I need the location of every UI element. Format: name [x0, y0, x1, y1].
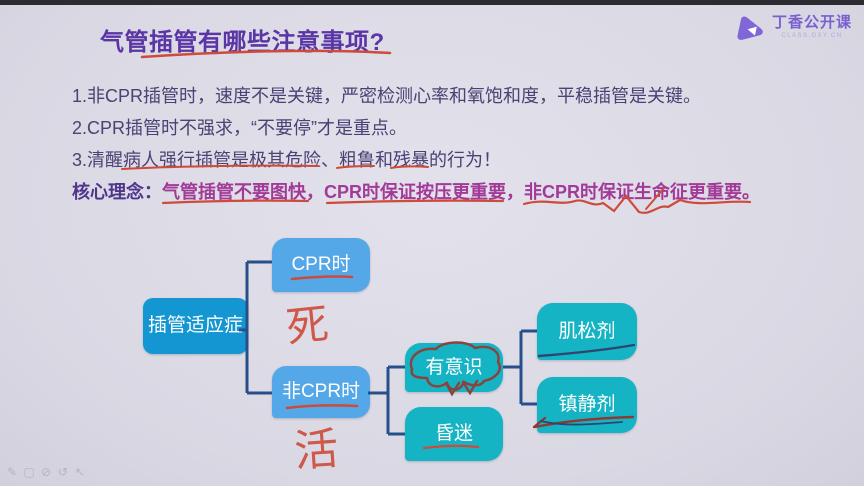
core-concept-text: 气管插管不要图快，CPR时保证按压更重要，非CPR时保证生命征更重要。	[162, 182, 761, 202]
core-concept-label: 核心理念：	[72, 182, 162, 202]
shape-circle-icon[interactable]: ⊘	[40, 465, 52, 479]
slide-title: 气管插管有哪些注意事项?	[100, 29, 385, 56]
diagram-node-coma: 昏迷	[405, 407, 503, 461]
drawing-toolbar: ✎ ▢ ⊘ ↺ ↖	[6, 465, 86, 479]
cursor-icon[interactable]: ↖	[74, 465, 86, 479]
core-concept-line: 核心理念：气管插管不要图快，CPR时保证按压更重要，非CPR时保证生命征更重要。	[72, 176, 812, 208]
note-line-2: 2.CPR插管时不强求，“不要停”才是重点。	[72, 118, 408, 138]
play-logo-icon	[736, 15, 766, 50]
letterbox-top-bar	[0, 0, 864, 5]
diagram-node-indications: 插管适应症	[143, 298, 248, 354]
highlighter-icon[interactable]: ▢	[23, 465, 35, 479]
notes-list: 1.非CPR插管时，速度不是关键，严密检测心率和氧饱和度，平稳插管是关键。 2.…	[72, 80, 812, 208]
connector-conscious-branch	[503, 329, 537, 406]
pen-icon[interactable]: ✎	[6, 465, 18, 479]
handwritten-death-char: 死	[283, 298, 331, 353]
diagram-node-non-cpr: 非CPR时	[272, 366, 370, 418]
diagram-node-cpr: CPR时	[272, 238, 370, 292]
connector-noncpr-branch	[368, 365, 405, 436]
brand-name: 丁香公开课	[771, 14, 852, 31]
handwritten-life-char: 活	[292, 423, 341, 478]
note-line-1: 1.非CPR插管时，速度不是关键，严密检测心率和氧饱和度，平稳插管是关键。	[72, 86, 702, 106]
diagram-node-sedative: 镇静剂	[537, 377, 637, 433]
diagram-node-muscle-relaxant: 肌松剂	[537, 303, 637, 360]
brand-subtitle: CLASS.DXY.CN	[781, 33, 843, 39]
note-line-3: 3.清醒病人强行插管是极其危险、粗鲁和残暴的行为！	[72, 150, 502, 170]
undo-icon[interactable]: ↺	[57, 465, 69, 479]
diagram-node-conscious: 有意识	[405, 343, 503, 392]
brand-logo: 丁香公开课 CLASS.DXY.CN	[736, 15, 852, 50]
